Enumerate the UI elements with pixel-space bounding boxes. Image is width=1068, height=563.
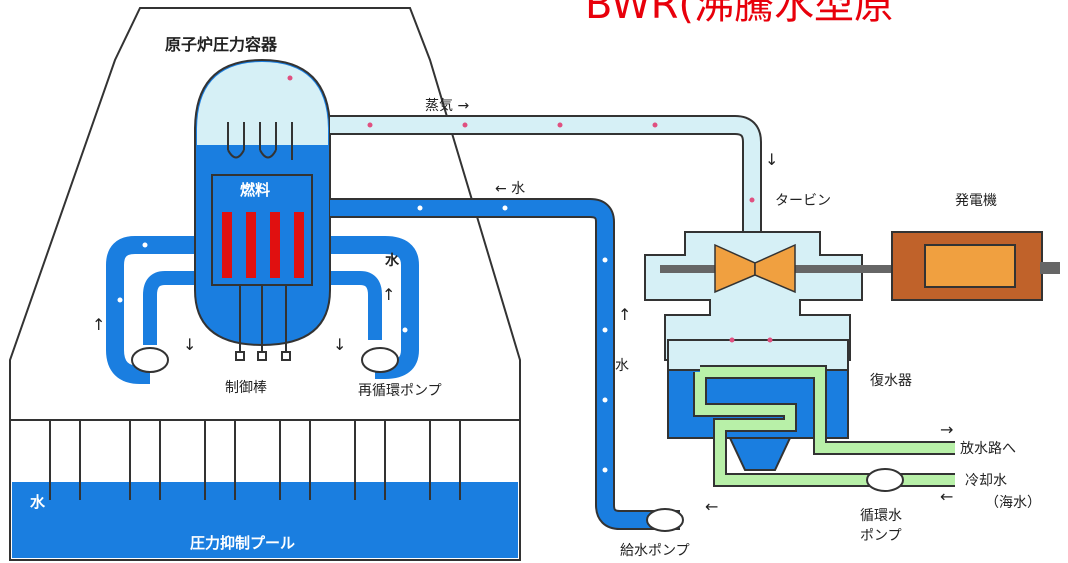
recirc-pump-left [131,347,169,373]
recirc-loop-right-inner [320,271,382,340]
recirc-pump-right [361,347,399,373]
vessel-steam-dome [197,62,328,145]
recirc-pump-label: 再循環ポンプ [358,383,442,399]
vessel-label: 原子炉圧力容器 [165,35,278,54]
arrow-down-right: ↓ [333,335,346,354]
steam-line-fill [330,117,760,240]
pool-water [12,482,518,558]
loop-water-label: 水 [385,252,400,269]
feed-pump-label: 給水ポンプ [620,543,690,559]
circ-pump-label-1: 循環水 [860,508,902,524]
arrow-left-cooling: ← [940,487,953,506]
generator [891,231,1060,301]
condenser-label: 復水器 [870,372,912,389]
recirc-loop-right [320,236,419,379]
pipe-water-label: 水 [615,358,629,374]
circulation-pump [866,468,904,492]
pool-water-label: 水 [30,493,46,511]
steam-separators [227,122,293,160]
turbine-casing [644,231,863,361]
turbine-label: タービン [775,193,831,209]
fuel-rods [222,212,304,278]
cooling-water-label: 冷却水 [965,473,1007,489]
arrow-left-feed: ← [705,497,718,516]
steam-label: 蒸気 → [425,98,469,114]
condenser-hotwell [728,437,792,471]
recirc-loop-left-inner [143,271,205,345]
arrow-up-left: ↑ [92,315,105,334]
recirc-loop-left [106,236,205,384]
steam-dots [287,75,773,343]
flow-dots [117,205,723,523]
circ-pump-label-2: ポンプ [860,528,902,544]
generator-label: 発電機 [955,193,997,209]
discharge-label: 放水路へ [960,441,1016,457]
fuel-label: 燃料 [240,181,270,199]
control-rods [235,285,291,361]
arrow-up-right: ↑ [382,285,395,304]
return-water-label: ← 水 [495,181,525,197]
vent-pipes [49,420,461,500]
control-rods-label: 制御棒 [225,380,267,396]
suppression-pool-label: 圧力抑制プール [190,534,295,552]
seawater-label: （海水） [985,495,1041,511]
feed-pump [646,508,684,532]
arrow-down-steam: ↓ [765,150,778,169]
arrow-up-pipe: ↑ [618,305,631,324]
turbine-rotor [660,243,900,294]
diagram-title: BWR(沸騰水型原 [585,0,894,28]
cooling-coil-fill [695,367,955,485]
arrow-down-left: ↓ [183,335,196,354]
arrow-right-discharge: → [940,420,953,439]
feedwater-line-fill [330,200,680,528]
